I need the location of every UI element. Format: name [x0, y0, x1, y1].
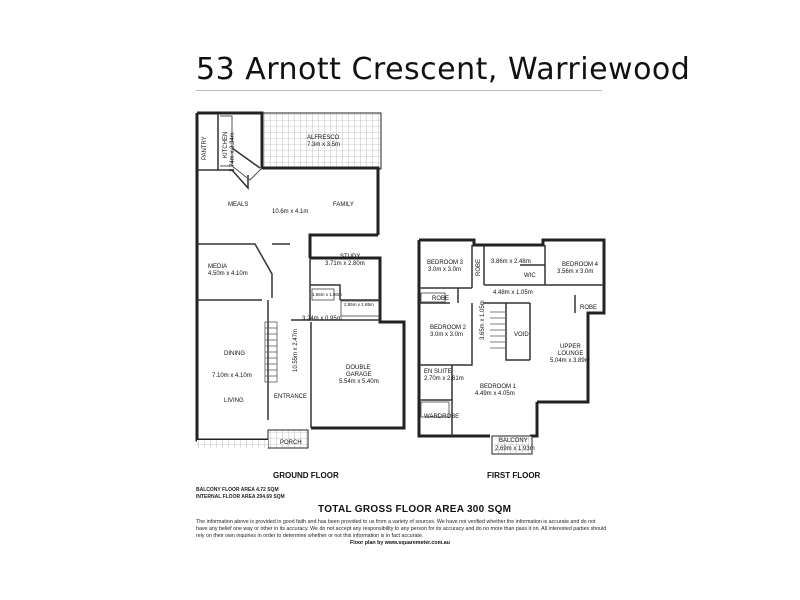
upper-label: UPPER	[560, 344, 581, 350]
ground-interior-walls	[197, 114, 380, 428]
kitchen-label: KITCHEN	[223, 132, 229, 158]
bed2-label: BEDROOM 2	[430, 325, 467, 331]
front-path	[197, 440, 268, 448]
first-interior-walls	[419, 245, 604, 436]
study-dim: 3.71m x 2.80m	[325, 261, 365, 267]
credit: Floor plan by www.squaremeter.com.au	[350, 540, 450, 546]
stair-dim: 10.55m x 2.47m	[293, 329, 299, 372]
small-room-2-dim: 2.85m x 1.85m	[344, 302, 374, 307]
alfresco-label: ALFRESCO	[307, 135, 340, 141]
family-label: FAMILY	[333, 202, 354, 208]
kitchen-benches	[220, 115, 263, 181]
wardrobe-label: WARDROBE	[424, 414, 459, 420]
robe-1-label: ROBE	[476, 259, 482, 276]
first-floor-plan: BEDROOM 3 3.0m x 3.0m ROBE 3.86m x 2.48m…	[417, 238, 606, 455]
garage-label: GARAGE	[346, 372, 372, 378]
bed1-label: BEDROOM 1	[480, 384, 517, 390]
media-label: MEDIA	[208, 264, 227, 270]
disclaimer: The information above is provided in goo…	[196, 519, 607, 539]
pantry-label: PANTRY	[202, 136, 208, 160]
ensuite-label: EN SUITE	[424, 369, 452, 375]
bed2-dim: 3.0m x 3.0m	[430, 332, 463, 338]
balcony-label: BALCONY	[499, 438, 528, 444]
internal-area-text: INTERNAL FLOOR AREA 294.69 SQM	[196, 494, 285, 500]
balcony-area	[491, 435, 533, 455]
meals-family-dim: 10.6m x 4.1m	[272, 209, 308, 215]
living-label: LIVING	[224, 398, 244, 404]
meals-label: MEALS	[228, 202, 248, 208]
dining-living-dim: 7.10m x 4.10m	[212, 373, 252, 379]
dining-label: DINING	[224, 351, 245, 357]
kitchen-dim: 3.74m x 3.34m	[230, 132, 236, 172]
first-stairs	[490, 311, 505, 349]
bath-dim: 3.86m x 2.48m	[491, 259, 531, 265]
ensuite-dim: 2.70m x 2.61m	[424, 376, 464, 382]
landing-dim: 3.65m x 1.05m	[480, 300, 486, 340]
entrance-label: ENTRANCE	[274, 394, 307, 400]
bed4-dim: 3.56m x 3.0m	[557, 269, 593, 275]
robe-2-label: ROBE	[432, 296, 449, 302]
bed4-label: BEDROOM 4	[562, 262, 599, 268]
study-label: STUDY	[340, 254, 360, 260]
ground-stairs	[264, 321, 278, 383]
robe-3-label: ROBE	[580, 305, 597, 311]
alfresco-area	[261, 112, 382, 170]
balcony-area-text: BALCONY FLOOR AREA 4.72 SQM	[196, 487, 279, 493]
alfresco-dim: 7.3m x 3.5m	[307, 142, 340, 148]
title-divider	[196, 90, 602, 91]
balcony-dim: 2.69m x 1.93m	[495, 446, 535, 452]
ground-floor-label: GROUND FLOOR	[273, 471, 339, 480]
porch-area	[267, 429, 309, 449]
page-title: 53 Arnott Crescent, Warriewood	[196, 52, 691, 87]
garage-dim: 5.54m x 5.40m	[339, 379, 379, 385]
bed1-dim: 4.49m x 4.05m	[475, 391, 515, 397]
small-room-1-dim: 1.65m x 1.80m	[312, 292, 342, 297]
first-floor-label: FIRST FLOOR	[487, 471, 541, 480]
media-dim: 4.50m x 4.10m	[208, 271, 248, 277]
wic-label: WIC	[524, 273, 536, 279]
double-label: DOUBLE	[346, 365, 371, 371]
lounge-dim: 5.04m x 3.89m	[550, 358, 590, 364]
hall-dim: 3.24m x 0.95m	[302, 316, 342, 322]
ground-floor-plan: ALFRESCO 7.3m x 3.5m PANTRY KITCHEN 3.74…	[195, 111, 406, 449]
lounge-label: LOUNGE	[558, 351, 583, 357]
first-hall-dim: 4.48m x 1.05m	[493, 290, 533, 296]
total-area: TOTAL GROSS FLOOR AREA 300 SQM	[318, 504, 512, 515]
bed3-label: BEDROOM 3	[427, 260, 464, 266]
porch-label: PORCH	[280, 440, 302, 446]
bed3-dim: 3.0m x 3.0m	[428, 267, 461, 273]
void-label: VOID	[514, 332, 529, 338]
